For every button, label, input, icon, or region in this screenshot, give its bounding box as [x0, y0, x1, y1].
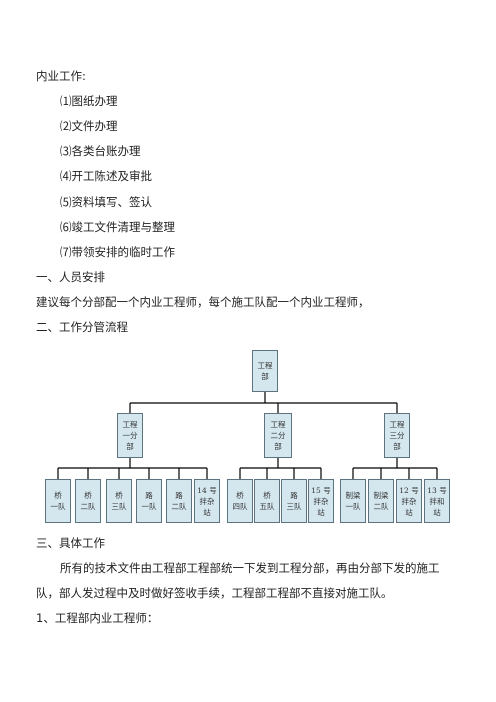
org-node-team: 15 号 拌杂 站 [308, 479, 334, 523]
list-item: ⑵文件办理 [60, 119, 118, 133]
org-node-team: 制梁 二队 [368, 479, 394, 523]
section-heading-staffing: 一、人员安排 [36, 270, 105, 284]
org-node-team: 桥 四队 [227, 479, 253, 523]
section-heading-workflow: 二、工作分管流程 [36, 320, 128, 334]
org-node-team: 桥 五队 [254, 479, 280, 523]
list-item: ⑶各类台账办理 [60, 144, 141, 158]
list-item: ⑺带领安排的临时工作 [60, 245, 175, 259]
org-node-team: 桥 二队 [75, 479, 101, 523]
org-node-team: 14 号 拌杂 站 [194, 479, 220, 523]
org-node-team: 桥 三队 [106, 479, 132, 523]
list-item: ⑷开工陈述及审批 [60, 169, 152, 183]
org-node-team: 制梁 一队 [340, 479, 366, 523]
org-node-branch-1: 工程 一分 部 [117, 413, 143, 458]
internal-work-heading: 内业工作: [36, 69, 86, 83]
org-node-team: 桥 一队 [45, 479, 71, 523]
paragraph-line: 所有的技术文件由工程部工程部统一下发到工程分部，再由分部下发的施工 [60, 561, 440, 575]
section-heading-specific-work: 三、具体工作 [36, 536, 105, 550]
org-node-team: 13 号 拌和 站 [424, 479, 450, 523]
list-item: ⑸资料填写、签认 [60, 195, 152, 209]
org-node-engineering-dept: 工程 部 [252, 350, 278, 392]
org-node-branch-3: 工程 三分 部 [384, 413, 410, 458]
paragraph-line: 队，部人发过程中及时做好签收手续，工程部工程部不直接对施工队。 [36, 586, 393, 600]
org-node-team: 路 一队 [136, 479, 162, 523]
org-node-branch-2: 工程 二分 部 [264, 413, 292, 458]
staffing-suggestion: 建议每个分部配一个内业工程师，每个施工队配一个内业工程师， [36, 295, 370, 309]
org-node-team: 12 号 拌杂 站 [396, 479, 422, 523]
list-item: ⑴图纸办理 [60, 94, 118, 108]
section-heading-internal-engineer: 1、工程部内业工程师： [36, 611, 159, 625]
org-node-team: 路 二队 [166, 479, 192, 523]
list-item: ⑹竣工文件清理与整理 [60, 220, 175, 234]
org-node-team: 路 三队 [281, 479, 307, 523]
